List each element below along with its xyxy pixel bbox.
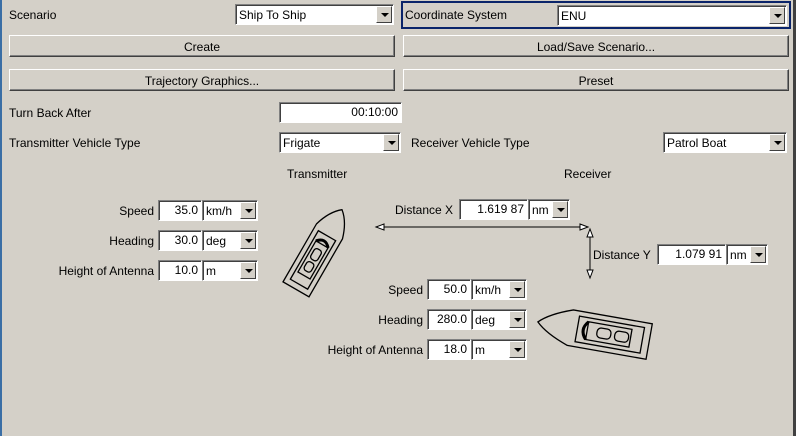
chevron-down-icon[interactable] [509,341,525,358]
rx-height-input[interactable]: 18.0 [427,339,471,360]
chevron-down-icon[interactable] [240,262,256,279]
distance-x-label: Distance X [395,203,454,217]
chevron-down-icon[interactable] [769,134,785,151]
chevron-down-icon[interactable] [240,232,256,249]
distance-y-unit-select[interactable]: nm [726,244,768,265]
rx-heading-label: Heading [378,313,423,327]
unit-value: nm [730,248,747,262]
unit-value: km/h [206,204,233,218]
unit-value: km/h [475,283,502,297]
distance-arrows [374,223,594,280]
rx-speed-input[interactable]: 50.0 [427,279,471,300]
receiver-type-select[interactable]: Patrol Boat [663,132,787,153]
receiver-type-label: Receiver Vehicle Type [411,136,530,150]
tx-heading-unit-select[interactable]: deg [202,230,258,251]
coordinate-system-label: Coordinate System [405,8,508,22]
distance-x-input[interactable]: 1.619 87 [459,199,528,220]
transmitter-heading: Transmitter [287,167,348,181]
rx-height-unit-select[interactable]: m [471,339,527,360]
receiver-ship-icon [536,309,654,361]
unit-value: deg [475,313,496,327]
chevron-down-icon[interactable] [509,311,525,328]
unit-value: nm [532,203,549,217]
unit-value: deg [206,234,227,248]
turn-back-label: Turn Back After [9,106,92,120]
receiver-heading: Receiver [564,167,612,181]
coordinate-system-select[interactable]: ENU [557,5,787,26]
trajectory-graphics-button[interactable]: Trajectory Graphics... [9,69,395,91]
tx-heading-input[interactable]: 30.0 [158,230,202,251]
tx-height-label: Height of Antenna [58,264,154,278]
tx-heading-label: Heading [109,234,154,248]
transmitter-type-label: Transmitter Vehicle Type [9,136,141,150]
create-button[interactable]: Create [9,35,395,57]
chevron-down-icon[interactable] [509,281,525,298]
chevron-down-icon[interactable] [383,134,399,151]
preset-button[interactable]: Preset [403,69,789,91]
transmitter-type-select[interactable]: Frigate [279,132,401,153]
coordinate-system-panel: Coordinate System ENU [401,1,791,29]
coordinate-system-value: ENU [561,9,587,23]
transmitter-ship-icon [282,208,346,298]
tx-speed-input[interactable]: 35.0 [158,200,202,221]
rx-height-label: Height of Antenna [327,343,423,357]
rx-heading-input[interactable]: 280.0 [427,309,471,330]
tx-height-unit-select[interactable]: m [202,260,258,281]
chevron-down-icon[interactable] [769,7,785,24]
load-save-scenario-button[interactable]: Load/Save Scenario... [403,35,789,57]
distance-x-unit-select[interactable]: nm [528,199,570,220]
unit-value: m [206,264,216,278]
transmitter-type-value: Frigate [283,136,321,150]
scenario-value: Ship To Ship [239,8,307,22]
turn-back-input[interactable]: 00:10:00 [279,102,402,123]
tx-speed-label: Speed [119,204,154,218]
rx-speed-unit-select[interactable]: km/h [471,279,527,300]
unit-value: m [475,343,485,357]
rx-heading-unit-select[interactable]: deg [471,309,527,330]
receiver-type-value: Patrol Boat [667,136,727,150]
chevron-down-icon[interactable] [376,6,392,23]
rx-speed-label: Speed [388,283,423,297]
distance-y-input[interactable]: 1.079 91 [657,244,726,265]
chevron-down-icon[interactable] [552,201,568,218]
tx-speed-unit-select[interactable]: km/h [202,200,258,221]
scenario-label: Scenario [9,8,57,22]
window-left-border [0,0,2,436]
chevron-down-icon[interactable] [240,202,256,219]
distance-y-label: Distance Y [593,248,651,262]
tx-height-input[interactable]: 10.0 [158,260,202,281]
scenario-select[interactable]: Ship To Ship [235,4,394,25]
window-right-border [793,0,796,436]
chevron-down-icon[interactable] [750,246,766,263]
